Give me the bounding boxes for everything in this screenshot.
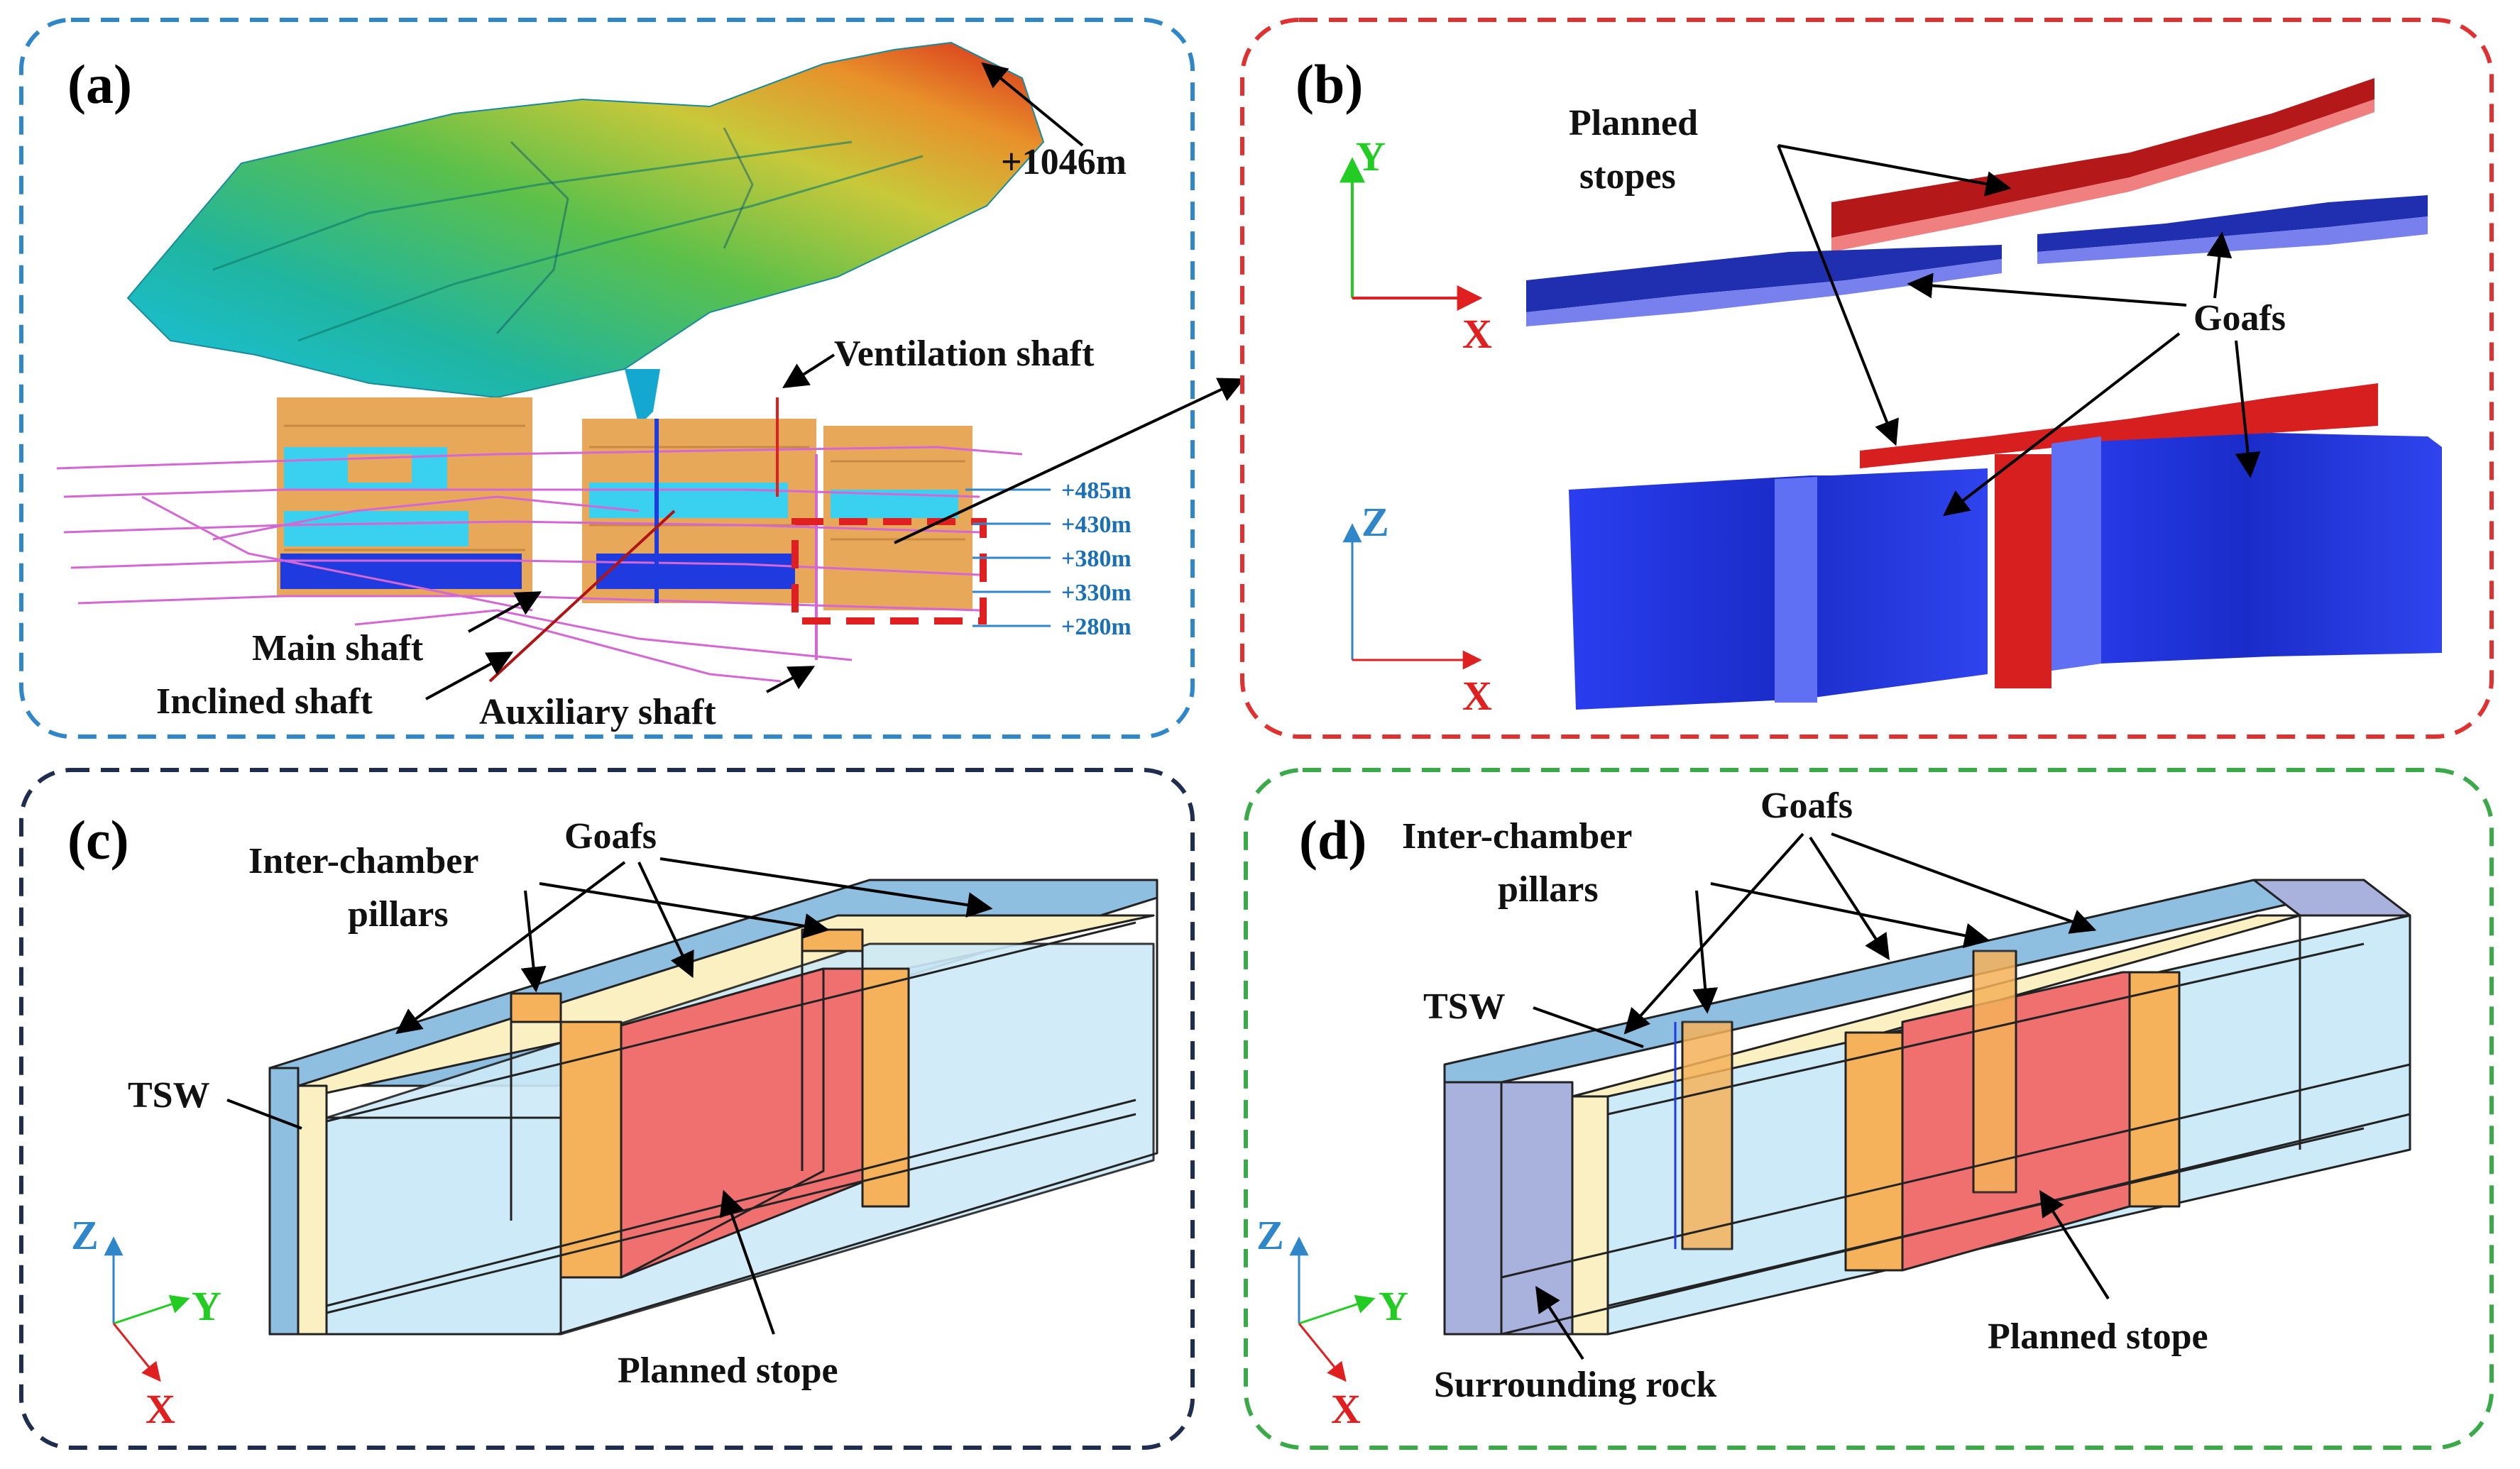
planned-stope-label-c: Planned stope bbox=[618, 1350, 838, 1391]
axis-d-y: Y bbox=[1379, 1283, 1408, 1329]
inter-chamber-line2-c: pillars bbox=[348, 894, 449, 935]
axis-top-y: Y bbox=[1356, 133, 1386, 180]
level-280: +280m bbox=[1061, 614, 1132, 640]
level-labels: +485m +430m +380m +330m +280m bbox=[965, 478, 1132, 640]
panel-a-letter: (a) bbox=[67, 53, 132, 115]
inter-chamber-line1-d: Inter-chamber bbox=[1402, 816, 1632, 857]
axis-c: Z Y X bbox=[71, 1212, 221, 1432]
axis-d-x: X bbox=[1331, 1386, 1361, 1432]
panel-d-border bbox=[1244, 768, 2494, 1450]
auxiliary-shaft-label: Auxiliary shaft bbox=[479, 692, 716, 732]
axis-bottom: Z X bbox=[1342, 499, 1492, 719]
planned-stope-label-d: Planned stope bbox=[1988, 1316, 2208, 1357]
plan-view bbox=[1526, 78, 2428, 326]
highlight-box bbox=[791, 518, 987, 625]
goafs-label-d: Goafs bbox=[1760, 786, 1853, 826]
elevation-peak-label: +1046m bbox=[1001, 142, 1127, 182]
panel-d: (d) bbox=[1244, 768, 2494, 1450]
level-430: +430m bbox=[1061, 512, 1132, 538]
inter-chamber-line2-d: pillars bbox=[1498, 869, 1599, 910]
elevation-view bbox=[1569, 383, 2442, 710]
model-c bbox=[268, 879, 1158, 1336]
model-d bbox=[1443, 879, 2411, 1336]
connector-arrow bbox=[894, 378, 1245, 544]
axis-c-y: Y bbox=[192, 1283, 221, 1329]
axis-bottom-x: X bbox=[1462, 673, 1492, 719]
panel-c: (c) bbox=[19, 768, 1195, 1450]
axis-top-x: X bbox=[1462, 311, 1492, 357]
tsw-label-d: TSW bbox=[1423, 986, 1506, 1027]
panel-c-border bbox=[19, 768, 1195, 1450]
tsw-label-c: TSW bbox=[128, 1075, 210, 1116]
level-330: +330m bbox=[1061, 580, 1132, 606]
axis-d-z: Z bbox=[1256, 1212, 1284, 1258]
terrain-surface bbox=[126, 41, 1045, 426]
panel-a: (a) bbox=[19, 18, 1245, 739]
panel-b-letter: (b) bbox=[1295, 53, 1363, 115]
inter-chamber-line1-c: Inter-chamber bbox=[248, 841, 478, 881]
panel-b: (b) Y X Z X bbox=[1240, 18, 2494, 739]
axis-c-x: X bbox=[146, 1386, 175, 1432]
panel-c-letter: (c) bbox=[67, 809, 129, 871]
level-380: +380m bbox=[1061, 546, 1132, 572]
ventilation-shaft-label: Ventilation shaft bbox=[834, 334, 1095, 374]
goafs-label: Goafs bbox=[2193, 298, 2286, 339]
level-485: +485m bbox=[1061, 478, 1132, 504]
axis-top: Y X bbox=[1340, 133, 1492, 357]
planned-stopes-line2: stopes bbox=[1579, 156, 1676, 197]
axis-c-z: Z bbox=[71, 1212, 99, 1258]
panel-b-border bbox=[1240, 18, 2494, 739]
panel-d-letter: (d) bbox=[1299, 809, 1366, 871]
axis-bottom-z: Z bbox=[1362, 499, 1389, 545]
goafs-label-c: Goafs bbox=[564, 816, 657, 857]
axis-d: Z Y X bbox=[1256, 1212, 1408, 1432]
planned-stopes-line1: Planned bbox=[1569, 103, 1698, 143]
main-shaft-label: Main shaft bbox=[252, 628, 424, 669]
inclined-shaft-line bbox=[488, 510, 676, 683]
surrounding-rock-label: Surrounding rock bbox=[1434, 1365, 1716, 1405]
inclined-shaft-label: Inclined shaft bbox=[156, 681, 373, 722]
tunnels bbox=[56, 446, 1023, 683]
stope-blocks bbox=[277, 397, 973, 610]
